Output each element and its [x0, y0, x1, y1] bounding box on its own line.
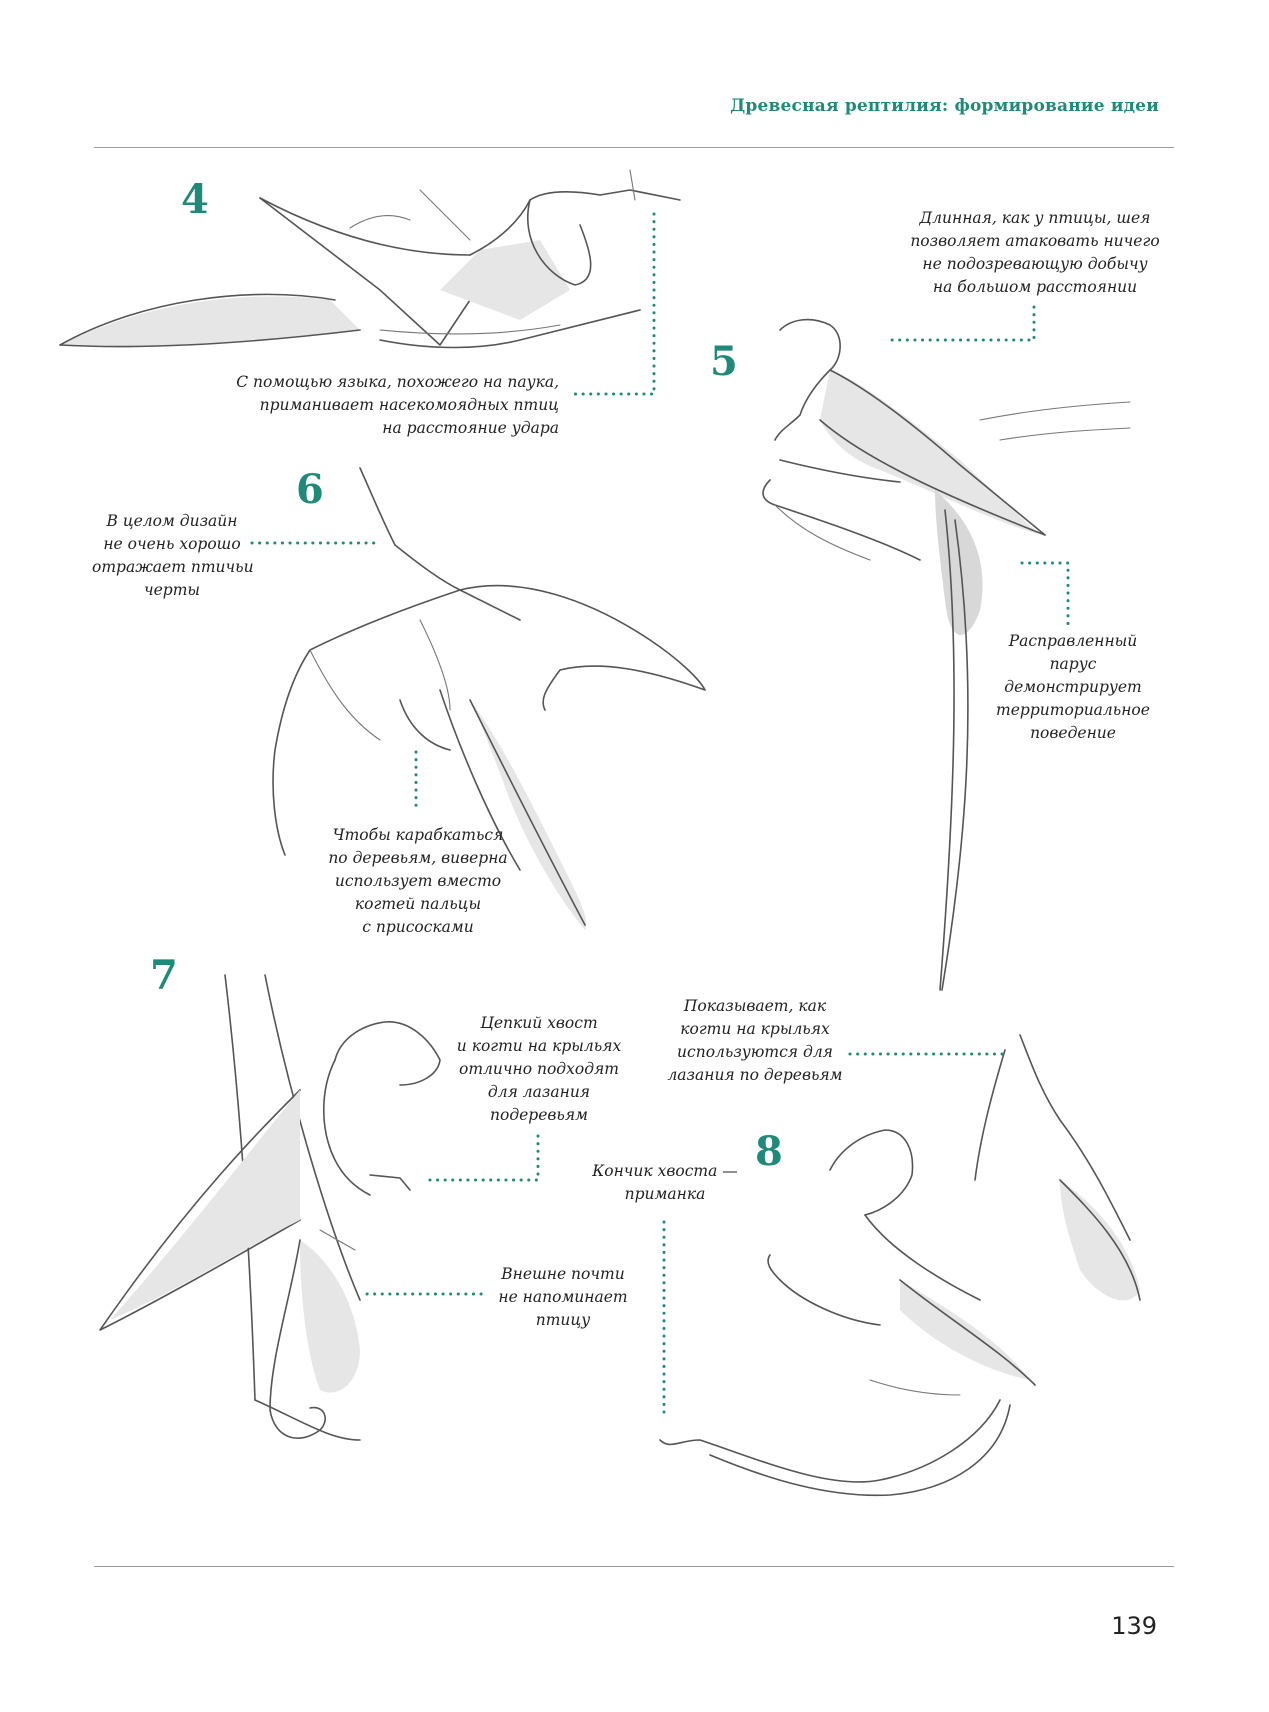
- caption-7-tail: Цепкий хвост и когти на крыльях отлично …: [456, 1014, 622, 1124]
- caption-6-climb: Чтобы карабкаться по деревьям, виверна и…: [328, 826, 508, 936]
- sketch-7-drawing: [99, 974, 441, 1441]
- header-rule: [94, 147, 1174, 148]
- caption-5-sail: Расправленный парус демонстрирует террит…: [996, 632, 1150, 742]
- leader-7-tail: [424, 1134, 540, 1182]
- sketch-6-drawing: [272, 467, 706, 930]
- caption-4-tongue: С помощью языка, похожего на паука, прим…: [236, 373, 559, 437]
- running-title: Древесная рептилия: формирование идеи: [730, 96, 1159, 116]
- page-number: 139: [1111, 1612, 1157, 1640]
- leader-4: [573, 212, 656, 396]
- sketch-number-5: 5: [710, 338, 738, 385]
- leader-5-neck: [886, 305, 1036, 342]
- caption-6-design: В целом дизайн не очень хорошо отражает …: [92, 512, 254, 599]
- sketch-number-6: 6: [296, 466, 324, 513]
- caption-8-claws: Показывает, как когти на крыльях использ…: [667, 997, 843, 1084]
- sketch-4-drawing: [59, 169, 681, 349]
- sketch-number-4: 4: [181, 176, 209, 223]
- sketch-8-drawing: [659, 1034, 1141, 1497]
- caption-5-neck: Длинная, как у птицы, шея позволяет атак…: [910, 209, 1160, 296]
- footer-rule: [94, 1566, 1174, 1567]
- caption-8-tail-lure: Кончик хвоста — приманка: [592, 1162, 738, 1203]
- sketch-number-8: 8: [755, 1128, 783, 1175]
- sketch-5-drawing: [762, 318, 1131, 991]
- caption-7-bird: Внешне почти не напоминает птицу: [498, 1265, 628, 1329]
- leader-5-sail: [1020, 561, 1070, 627]
- sketch-number-7: 7: [150, 952, 178, 999]
